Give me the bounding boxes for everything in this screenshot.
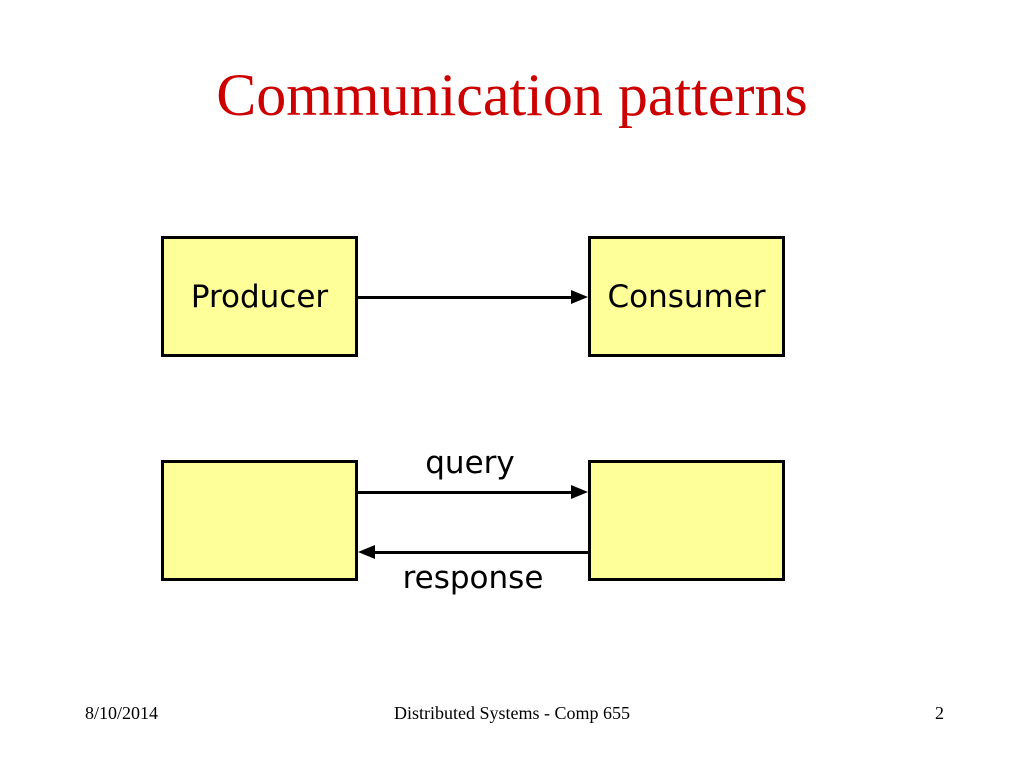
producer-box: Producer bbox=[161, 236, 358, 357]
query-arrow-line bbox=[358, 491, 574, 494]
query-arrowhead-icon bbox=[571, 485, 588, 499]
responder-box bbox=[588, 460, 785, 581]
footer-date: 8/10/2014 bbox=[85, 703, 159, 723]
producer-to-consumer-arrowhead-icon bbox=[571, 290, 588, 304]
query-arrow-label: query bbox=[425, 445, 515, 481]
consumer-box: Consumer bbox=[588, 236, 785, 357]
response-arrowhead-icon bbox=[358, 545, 375, 559]
response-arrow-label: response bbox=[402, 560, 544, 596]
footer-course-title: Distributed Systems - Comp 655 bbox=[393, 703, 630, 723]
producer-to-consumer-arrow-line bbox=[358, 296, 574, 299]
producer-box-label: Producer bbox=[190, 278, 329, 315]
footer-page-number: 2 bbox=[935, 703, 944, 723]
slide-title: Communication patterns bbox=[216, 62, 808, 128]
consumer-box-label: Consumer bbox=[607, 278, 766, 315]
requester-box bbox=[161, 460, 358, 581]
response-arrow-line bbox=[373, 551, 588, 554]
